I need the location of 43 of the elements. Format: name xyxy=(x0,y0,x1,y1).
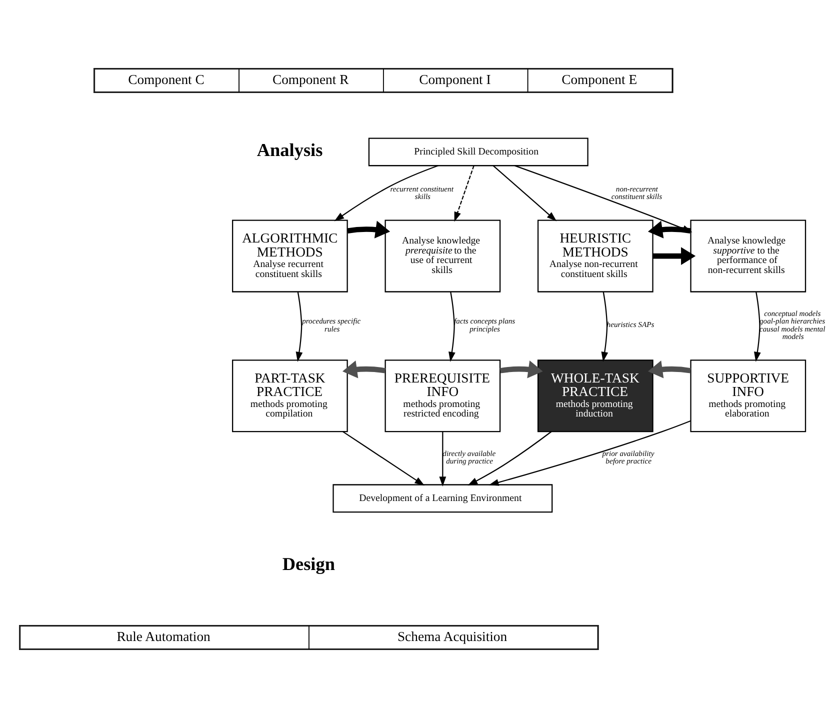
arrow xyxy=(652,247,696,265)
node-box: Principled Skill Decomposition xyxy=(368,138,588,166)
arrow xyxy=(500,360,543,378)
arrow xyxy=(488,420,691,486)
node-box: ALGORITHMIC METHODS Analyse recurrent constituent skills xyxy=(232,220,348,292)
arrow xyxy=(468,431,552,486)
node-box: WHOLE-TASK PRACTICE methods promoting induction xyxy=(537,360,654,432)
label: Rule Automation xyxy=(116,628,210,644)
label: Design xyxy=(282,554,335,574)
edge-label: non-recurrent constituent skills xyxy=(611,184,662,202)
node-box: SUPPORTIVE INFO methods promoting elaboration xyxy=(690,360,806,432)
label: Component E xyxy=(562,72,638,87)
arrow xyxy=(334,165,438,222)
label: Analysis xyxy=(256,140,323,160)
label: Component I xyxy=(419,72,491,87)
arrow xyxy=(454,166,474,222)
node-box: PART-TASK PRACTICE methods promoting compilation xyxy=(232,360,348,432)
arrow xyxy=(342,431,425,486)
node-box: PREREQUISITE INFO methods promoting restricted encoding xyxy=(384,360,501,432)
label: Component C xyxy=(128,72,204,87)
arrow xyxy=(439,432,446,486)
edge-label: heuristics SAPs xyxy=(606,320,654,330)
arrow xyxy=(448,292,456,362)
edge-label: conceptual models goal-plan hierarchies causal models mental models xyxy=(760,309,826,341)
edge-label: facts concepts plans principles xyxy=(454,316,516,334)
edge-label: directly available during practice xyxy=(442,448,496,466)
node-box: HEURISTIC METHODS Analyse non-recurrent constituent skills xyxy=(537,220,654,292)
arrow xyxy=(347,220,390,238)
edge-label: recurrent constituent skills xyxy=(390,184,454,202)
node-box: Analyse knowledge supportive to the performance of non-recurrent skills xyxy=(690,220,806,292)
arrow xyxy=(601,292,608,362)
arrow xyxy=(296,292,303,362)
label: Schema Acquisition xyxy=(397,628,508,644)
label: Component R xyxy=(272,72,349,87)
node-box: Development of a Learning Environment xyxy=(332,484,553,513)
arrow xyxy=(342,360,386,378)
node-box: Analyse knowledge prerequisite to the use of recurrent skills xyxy=(384,220,501,292)
edge-label: prior availability before practice xyxy=(602,448,654,466)
arrow xyxy=(648,360,691,378)
arrow xyxy=(754,292,761,362)
arrow xyxy=(492,165,557,222)
edge-label: procedures specific rules xyxy=(302,316,361,334)
arrow xyxy=(648,220,691,238)
